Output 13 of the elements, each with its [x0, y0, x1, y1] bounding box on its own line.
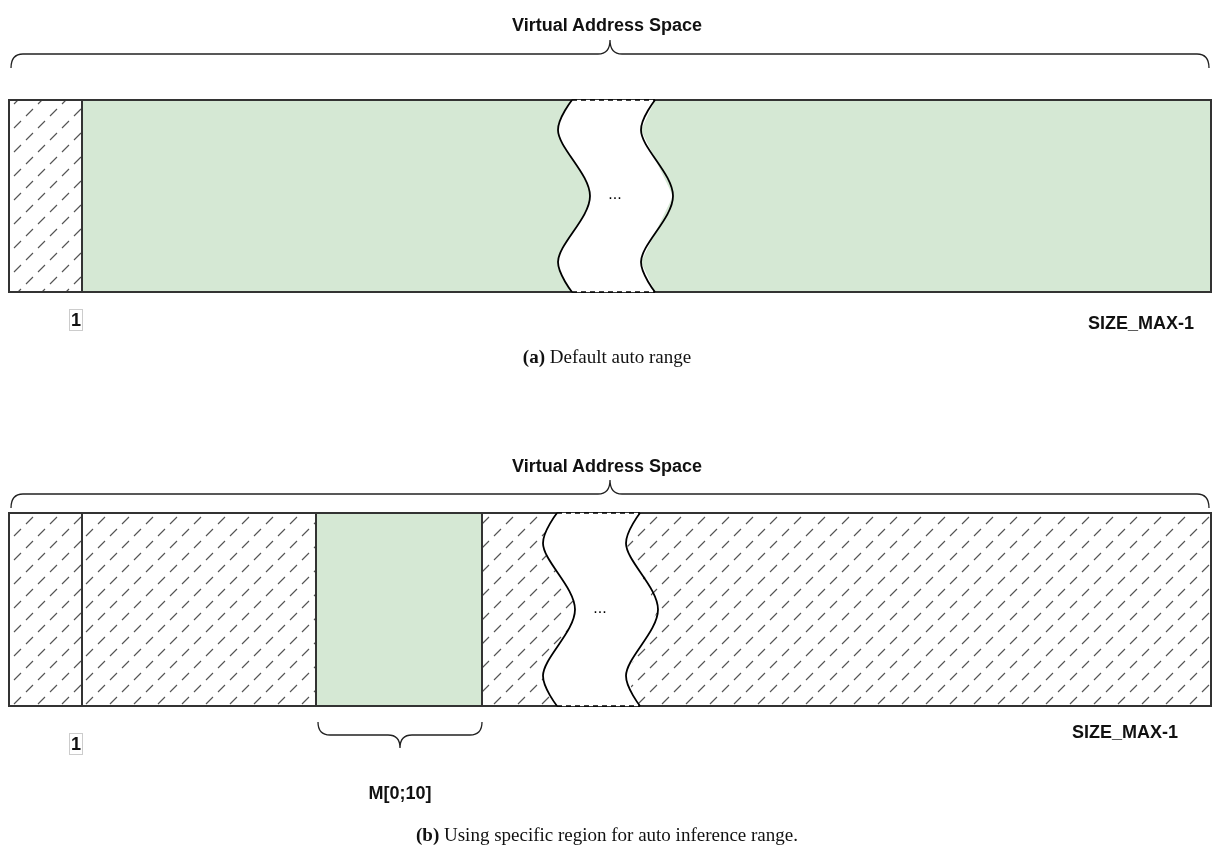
number-label: 1	[69, 733, 83, 755]
gap-shape	[555, 100, 675, 292]
label-text: M[0;10]	[368, 782, 432, 804]
figure-caption: (a) Default auto range	[522, 346, 692, 368]
label-text: SIZE_MAX-1	[1088, 312, 1194, 334]
ellipsis-text: ...	[593, 598, 607, 617]
label-text: Virtual Address Space	[511, 455, 703, 477]
label-text: Virtual Address Space	[511, 14, 703, 36]
figure-caption: (b) Using specific region for auto inference range.	[416, 824, 798, 846]
label-text: SIZE_MAX-1	[1072, 721, 1178, 743]
ellipsis-text: ...	[608, 185, 622, 204]
number-label: 1	[69, 309, 83, 331]
gap-shape	[540, 513, 660, 706]
